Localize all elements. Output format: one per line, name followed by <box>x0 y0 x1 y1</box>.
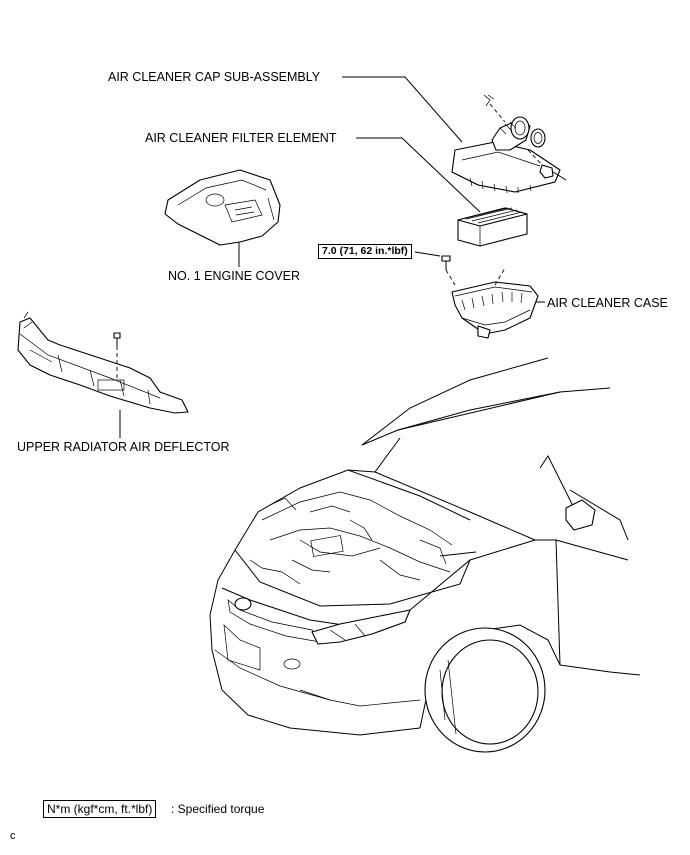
vehicle-drawing <box>209 357 641 753</box>
air-cleaner-case-drawing <box>451 267 539 339</box>
air-cleaner-filter-label: AIR CLEANER FILTER ELEMENT <box>145 131 337 145</box>
legend-description: : Specified torque <box>171 802 265 816</box>
torque-spec-box: 7.0 (71, 62 in.*lbf) <box>318 244 412 259</box>
air-deflector-label: UPPER RADIATOR AIR DEFLECTOR <box>17 440 230 454</box>
air-cleaner-filter-drawing <box>457 207 528 247</box>
corner-mark: c <box>10 830 16 842</box>
legend-torque-box: N*m (kgf*cm, ft.*lbf) <box>43 800 157 818</box>
air-cleaner-cap-label: AIR CLEANER CAP SUB-ASSEMBLY <box>108 70 321 84</box>
air-cleaner-case-label: AIR CLEANER CASE <box>547 296 668 310</box>
engine-cover-label: NO. 1 ENGINE COVER <box>168 269 300 283</box>
case-bolt-drawing <box>441 255 456 286</box>
engine-cover-drawing <box>164 169 281 246</box>
air-cleaner-cap-drawing <box>451 94 567 194</box>
air-deflector-drawing <box>17 311 189 414</box>
